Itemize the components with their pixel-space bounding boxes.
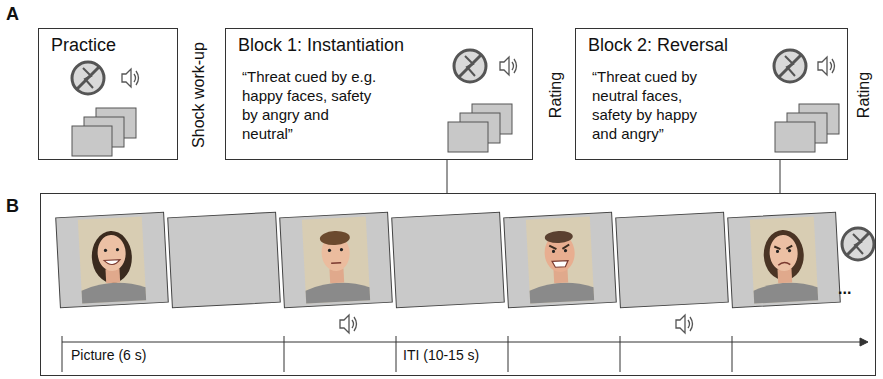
connector-line (447, 160, 448, 193)
box-title: Practice (51, 35, 116, 56)
sound-icon (676, 315, 693, 333)
sound-icon (340, 315, 357, 333)
face-angry-woman (728, 212, 841, 308)
box-title: Block 2: Reversal (588, 35, 728, 56)
practice-icons (72, 62, 139, 156)
timeline-label: ITI (10-15 s) (403, 347, 479, 363)
box-title: Block 1: Instantiation (238, 35, 404, 56)
blank-frame (168, 212, 281, 308)
face-angry-man (504, 212, 617, 308)
blank-frame (392, 212, 505, 308)
timeline (62, 336, 868, 372)
connector-line (780, 160, 781, 193)
practice-box: Practice (38, 28, 178, 160)
face-neutral-man (280, 212, 393, 308)
phase-label: Rating (855, 72, 873, 118)
blank-frame (616, 212, 729, 308)
block-box: Block 2: Reversal “Threat cued by neutral… (575, 28, 848, 160)
block1-icons (448, 50, 517, 152)
trial-sequence-panel: Picture (6 s) ITI (10-15 s) (40, 193, 876, 376)
face-happy-woman (56, 212, 169, 308)
phase-label: Shock work-up (190, 42, 208, 148)
panel-letter: B (6, 196, 19, 217)
ellipsis: ... (838, 280, 851, 298)
block2-icons (774, 50, 839, 152)
shock-symbol (842, 228, 874, 260)
instruction-text: “Threat cued by e.g. happy faces, safety… (242, 67, 377, 143)
phase-label: Rating (547, 72, 565, 118)
block-box: Block 1: Instantiation “Threat cued by e.… (225, 28, 533, 160)
panel-letter: A (6, 4, 19, 25)
instruction-text: “Threat cued by neutral faces, safety by… (592, 67, 722, 143)
timeline-label: Picture (6 s) (71, 347, 146, 363)
